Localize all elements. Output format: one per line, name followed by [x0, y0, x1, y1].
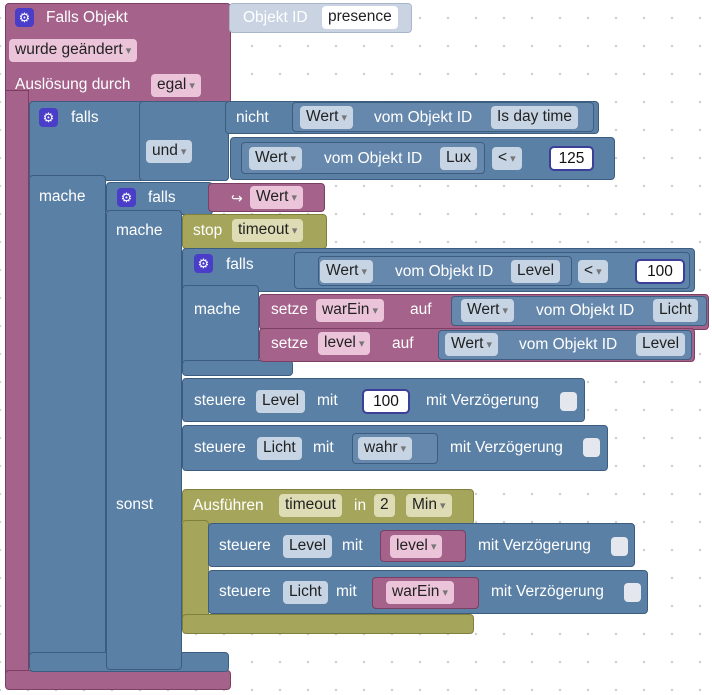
if-inner-label: falls — [148, 189, 176, 206]
control-label: steuere — [219, 583, 271, 600]
control-label: steuere — [194, 439, 246, 456]
set-label: setze — [271, 301, 309, 318]
get-value-dropdown[interactable]: Wert — [320, 260, 374, 283]
get-value-dropdown[interactable]: Wert — [461, 299, 515, 322]
delay-checkbox[interactable] — [624, 583, 641, 602]
if-block-inner-spine — [106, 210, 182, 670]
object-id-label: Objekt ID — [243, 9, 308, 26]
get-value-dropdown[interactable]: Wert — [300, 106, 354, 129]
delay-checkbox[interactable] — [560, 392, 577, 411]
trigger-block-footer — [5, 670, 231, 690]
control-label: steuere — [194, 392, 246, 409]
variable-level-dropdown[interactable]: level — [390, 535, 443, 558]
control-object-level[interactable]: Level — [283, 535, 333, 558]
delay-checkbox[interactable] — [611, 537, 628, 556]
not-label: nicht — [236, 109, 269, 126]
and-operator-dropdown[interactable]: und — [146, 140, 193, 163]
set-variable-dropdown[interactable]: warEin — [316, 299, 384, 322]
set-label: setze — [271, 335, 309, 352]
timeout-footer — [182, 614, 474, 634]
if-level-footer — [182, 360, 293, 376]
get-value-dropdown[interactable]: Wert — [249, 147, 303, 170]
level-threshold-number[interactable]: 100 — [635, 259, 685, 284]
control-mit-label: mit — [342, 537, 363, 554]
if-outer-label: falls — [71, 109, 99, 126]
lux-threshold-number[interactable]: 125 — [549, 146, 594, 171]
control-delay-label: mit Verzögerung — [426, 392, 539, 409]
if-level-label: falls — [226, 256, 254, 273]
set-auf-label: auf — [392, 335, 414, 352]
timeout-value-field[interactable]: 2 — [374, 494, 395, 517]
timeout-label: Ausführen — [193, 497, 264, 514]
control-mit-label: mit — [317, 392, 338, 409]
variable-arrow-icon: ↪ — [231, 190, 243, 206]
control-object-licht[interactable]: Licht — [283, 581, 328, 604]
gear-icon[interactable]: ⚙ — [15, 8, 34, 27]
control-value-number[interactable]: 100 — [362, 389, 410, 414]
vom-objekt-id-label: vom Objekt ID — [536, 302, 635, 319]
variable-warein-dropdown[interactable]: warEin — [386, 581, 454, 604]
variable-wert-dropdown[interactable]: Wert — [250, 186, 304, 209]
stop-label: stop — [193, 222, 223, 239]
gear-icon[interactable]: ⚙ — [194, 254, 213, 273]
gear-icon[interactable]: ⚙ — [117, 188, 136, 207]
set-auf-label: auf — [410, 301, 432, 318]
vom-objekt-id-label: vom Objekt ID — [519, 336, 618, 353]
vom-objekt-id-label: vom Objekt ID — [395, 263, 494, 280]
object-lux[interactable]: Lux — [440, 147, 477, 170]
control-object-licht[interactable]: Licht — [257, 437, 302, 460]
if-inner-mache-label: mache — [116, 222, 163, 239]
object-id-value[interactable]: presence — [322, 6, 398, 29]
delay-checkbox[interactable] — [583, 438, 600, 457]
object-level[interactable]: Level — [636, 333, 686, 356]
timeout-spine — [182, 520, 209, 627]
object-licht[interactable]: Licht — [653, 299, 698, 322]
object-is-day-time[interactable]: Is day time — [491, 106, 578, 129]
compare-operator-dropdown[interactable]: < — [578, 260, 608, 283]
timeout-in-label: in — [354, 497, 367, 514]
set-variable-dropdown[interactable]: level — [318, 332, 371, 355]
control-delay-label: mit Verzögerung — [491, 583, 604, 600]
if-level-mache-label: mache — [194, 301, 241, 318]
if-level-spine — [182, 285, 259, 370]
control-mit-label: mit — [313, 439, 334, 456]
trigger-title: Falls Objekt — [46, 9, 128, 26]
gear-icon[interactable]: ⚙ — [39, 108, 58, 127]
vom-objekt-id-label: vom Objekt ID — [324, 150, 423, 167]
triggered-by-dropdown[interactable]: egal — [151, 74, 201, 97]
change-mode-dropdown[interactable]: wurde geändert — [9, 39, 138, 62]
control-mit-label: mit — [336, 583, 357, 600]
control-object-level[interactable]: Level — [256, 390, 306, 413]
timeout-name-field[interactable]: timeout — [279, 494, 342, 517]
boolean-dropdown[interactable]: wahr — [358, 437, 413, 460]
timeout-unit-dropdown[interactable]: Min — [406, 494, 452, 517]
stop-timer-dropdown[interactable]: timeout — [232, 219, 304, 242]
triggered-by-label: Auslösung durch — [15, 76, 131, 93]
object-level[interactable]: Level — [511, 260, 561, 283]
trigger-block-spine — [5, 90, 29, 688]
control-delay-label: mit Verzögerung — [450, 439, 563, 456]
compare-operator-dropdown[interactable]: < — [492, 147, 522, 170]
control-delay-label: mit Verzögerung — [478, 537, 591, 554]
vom-objekt-id-label: vom Objekt ID — [374, 109, 473, 126]
control-label: steuere — [219, 537, 271, 554]
if-block-outer-spine — [29, 175, 106, 670]
if-outer-mache-label: mache — [39, 188, 86, 205]
get-value-dropdown[interactable]: Wert — [445, 333, 499, 356]
if-inner-sonst-label: sonst — [116, 496, 154, 513]
